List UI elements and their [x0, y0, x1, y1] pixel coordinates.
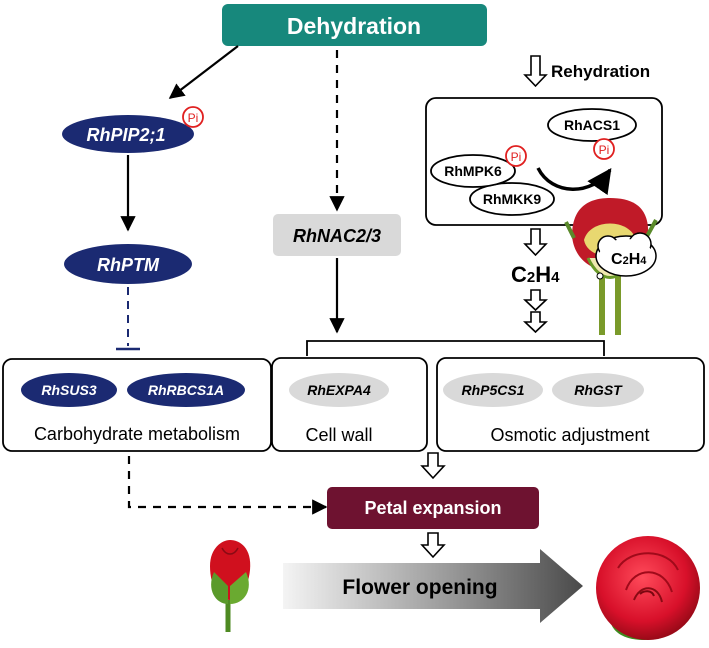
pi-label-mpk: Pi	[511, 150, 522, 164]
pi-badge-mpk	[505, 145, 527, 167]
rhgst-label: RhGST	[574, 382, 623, 398]
rhptm-label: RhPTM	[97, 255, 160, 275]
cloud-c2h4-label: C2H4	[611, 251, 647, 268]
rhrbcs1a-node	[127, 373, 245, 407]
c2h4-label: C2H4	[511, 262, 560, 287]
rhmpk6-label: RhMPK6	[444, 163, 502, 179]
rhnac-box	[273, 214, 401, 256]
rhexpa4-label: RhEXPA4	[307, 382, 371, 398]
petal-expansion-box	[327, 487, 539, 529]
rose-bud-illustration	[210, 540, 251, 632]
hollow-arrow-c2h4-down-1	[523, 289, 548, 312]
osmotic-label: Osmotic adjustment	[490, 425, 649, 445]
rehydration-label: Rehydration	[551, 62, 650, 81]
flower-opening-label: Flower opening	[342, 576, 497, 599]
rhacs1-label: RhACS1	[564, 117, 620, 133]
rhptm-node	[64, 244, 192, 284]
rhp5cs1-node	[443, 373, 543, 407]
rhnac-label: RhNAC2/3	[293, 226, 381, 246]
hollow-arrow-to-flower	[420, 532, 446, 559]
petal-expansion-label: Petal expansion	[364, 498, 501, 518]
flower-opening-arrow	[283, 549, 583, 623]
rhsus3-node	[21, 373, 117, 407]
hollow-arrow-to-c2h4	[523, 228, 548, 257]
pi-label-pip: Pi	[188, 111, 199, 125]
dehydration-box	[222, 4, 487, 46]
c2h4-cloud-bubble	[595, 232, 657, 280]
arrow-carbohydrate-to-petal	[127, 456, 328, 515]
pi-label-acs: Pi	[599, 143, 610, 157]
arrow-mpk-to-acs	[536, 167, 612, 196]
bracket	[306, 340, 605, 356]
rhmpk6-node	[430, 154, 516, 188]
open-rose-illustration	[596, 536, 700, 640]
pi-badge-acs	[593, 138, 615, 160]
pi-badge-pip	[182, 106, 204, 128]
rhacs1-node	[547, 108, 637, 142]
rhmkk9-node	[469, 182, 555, 216]
carbohydrate-label: Carbohydrate metabolism	[34, 424, 240, 444]
rhexpa4-node	[289, 373, 389, 407]
rhmkk9-label: RhMKK9	[483, 191, 542, 207]
cell-wall-label: Cell wall	[305, 425, 372, 445]
dehydration-label: Dehydration	[287, 13, 421, 39]
hollow-arrow-to-petal	[420, 452, 446, 480]
arrow-dehydration-to-pip	[168, 45, 239, 99]
rhgst-node	[552, 373, 644, 407]
rhpip-node	[62, 115, 194, 153]
hollow-arrow-c2h4-down-2	[523, 311, 548, 334]
rhp5cs1-label: RhP5CS1	[461, 382, 524, 398]
rhsus3-label: RhSUS3	[41, 382, 96, 398]
rhpip-label: RhPIP2;1	[86, 125, 165, 145]
rhrbcs1a-label: RhRBCS1A	[148, 382, 224, 398]
hollow-arrow-rehydration	[523, 55, 548, 88]
